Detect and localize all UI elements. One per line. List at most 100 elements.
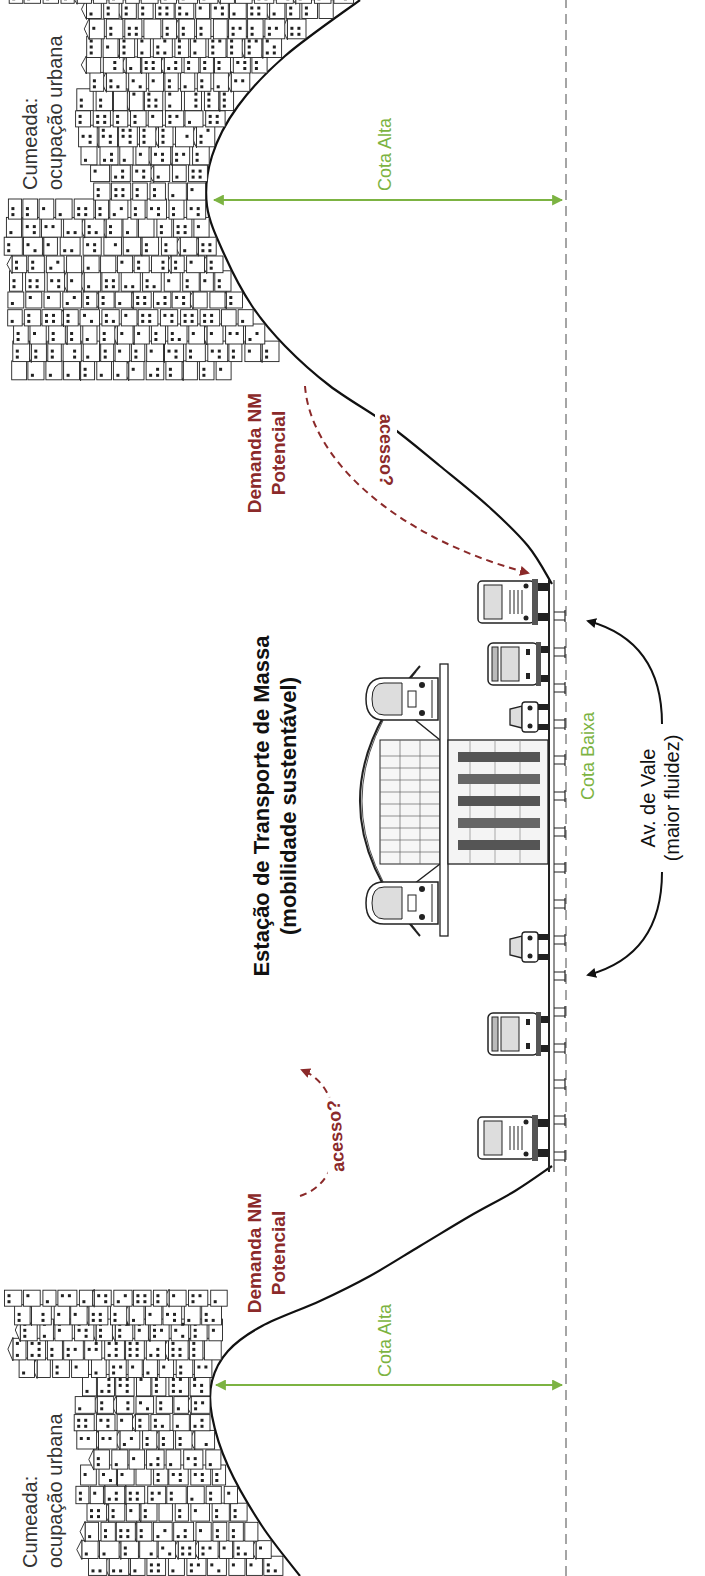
house-sketch	[28, 361, 44, 380]
house-sketch	[224, 1486, 237, 1503]
house-sketch	[10, 271, 23, 291]
house-sketch	[193, 144, 210, 165]
house-sketch	[276, 0, 293, 3]
house-sketch	[81, 56, 100, 74]
house-sketch	[206, 1450, 221, 1469]
house-sketch	[80, 310, 100, 326]
house-sketch	[152, 256, 169, 273]
house-sketch	[168, 183, 186, 200]
house-sketch	[26, 271, 45, 291]
house-sketch	[153, 36, 172, 57]
house-sketch	[204, 1338, 221, 1360]
house-sketch	[197, 72, 211, 91]
house-sketch	[83, 292, 97, 308]
house-sketch	[191, 1503, 210, 1521]
house-sketch	[153, 1290, 167, 1306]
house-sketch	[202, 1305, 222, 1325]
house-sketch	[84, 18, 104, 40]
house-sketch	[147, 1556, 166, 1575]
house-sketch	[111, 183, 130, 200]
house-sketch	[167, 1486, 186, 1503]
house-sketch	[159, 1503, 172, 1521]
house-sketch	[138, 310, 158, 326]
house-sketch	[46, 361, 62, 380]
house-sketch	[64, 1338, 84, 1360]
house-sketch	[192, 124, 215, 148]
house-sketch	[188, 291, 207, 309]
house-sketch	[129, 1450, 145, 1469]
house-sketch	[184, 89, 201, 111]
house-sketch	[207, 1556, 226, 1575]
house-sketch	[265, 19, 285, 39]
house-sketch	[233, 57, 250, 73]
flow-arrow	[588, 621, 662, 724]
house-sketch	[61, 0, 74, 3]
house-sketch	[74, 1415, 94, 1431]
vehicles	[478, 579, 548, 1161]
house-sketch	[8, 310, 23, 326]
house-sketch	[164, 271, 180, 291]
house-sketch	[7, 255, 27, 274]
house-sketch	[213, 19, 227, 39]
house-sketch	[166, 1450, 181, 1469]
house-sketch	[187, 256, 205, 273]
house-sketch	[113, 361, 127, 380]
house-sketch	[101, 256, 116, 273]
house-sketch	[77, 1540, 98, 1560]
house-sketch	[184, 57, 199, 73]
house-sketch	[93, 0, 106, 3]
house-sketch	[14, 324, 29, 344]
house-sketch	[131, 111, 147, 127]
house-sketch	[141, 0, 158, 3]
house-sketch	[172, 165, 186, 182]
house-sketch	[245, 1522, 258, 1541]
house-sketch	[93, 111, 110, 127]
house-sketch	[246, 324, 265, 344]
house-sketch	[168, 1556, 184, 1575]
house-sketch	[76, 111, 91, 127]
house-sketch	[189, 324, 205, 344]
house-sketch	[112, 1450, 128, 1469]
house-sketch	[9, 0, 23, 3]
house-sketch	[168, 324, 187, 344]
house-sketch	[189, 1338, 203, 1360]
house-sketch	[179, 0, 198, 3]
house-sketch	[5, 1290, 22, 1306]
house-sketch	[126, 0, 140, 3]
house-sketch	[137, 36, 150, 57]
house-sketch	[64, 361, 80, 380]
house-sketch	[215, 57, 231, 73]
house-sketch	[43, 1290, 56, 1306]
house-sketch	[44, 292, 60, 308]
house-sketch	[128, 1358, 142, 1377]
house-sketch	[126, 1503, 139, 1521]
avenue-label: Av. de Vale (maior fluidez)	[636, 728, 684, 868]
house-sketch	[123, 237, 141, 255]
house-sketch	[133, 1290, 151, 1306]
house-sketch	[151, 324, 165, 344]
reference-line	[565, 0, 567, 1576]
house-sketch	[282, 18, 306, 40]
house-sketch	[194, 1358, 212, 1377]
house-sketch	[49, 324, 66, 344]
house-sketch	[154, 124, 174, 148]
house-sketch	[24, 0, 40, 3]
house-sketch	[58, 1290, 77, 1306]
house-sketch	[204, 89, 218, 111]
house-sketch	[196, 1522, 211, 1541]
house-sketch	[100, 324, 115, 344]
house-sketch	[166, 361, 182, 380]
house-sketch	[103, 36, 118, 57]
house-sketch	[28, 256, 44, 273]
house-sketch	[115, 292, 132, 308]
house-sketch	[176, 1358, 193, 1377]
house-sketch	[226, 324, 244, 344]
house-sketch	[79, 1290, 92, 1306]
house-sketch	[226, 72, 250, 93]
house-sketch	[129, 72, 147, 91]
house-sketch	[53, 1358, 70, 1377]
house-sketch	[143, 1430, 157, 1449]
house-sketch	[15, 1305, 31, 1325]
house-sketch	[199, 361, 214, 380]
house-sketch	[148, 1486, 166, 1503]
